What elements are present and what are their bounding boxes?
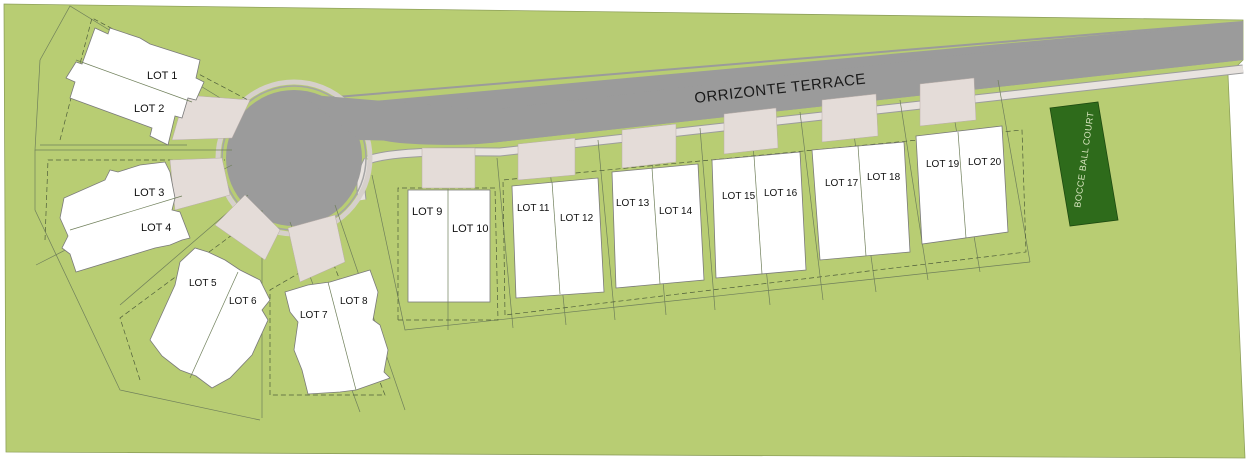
bocce-ball-court: BOCCE BALL COURT [1049, 101, 1119, 227]
lot-label: LOT 16 [764, 188, 798, 199]
lot-label: LOT 20 [968, 157, 1002, 168]
lot-label: LOT 14 [659, 206, 693, 217]
building-lot-5-6 [149, 247, 271, 389]
lot-label: LOT 12 [560, 213, 594, 224]
lot-label: LOT 11 [517, 203, 550, 214]
buildings [59, 27, 1009, 395]
building-lot-13-14 [611, 163, 705, 289]
building-lot-17-18 [811, 141, 911, 261]
lot-labels: LOT 1 LOT 2 LOT 3 LOT 4 LOT 5 LOT 6 LOT … [134, 70, 1002, 321]
lot-label: LOT 9 [412, 206, 442, 218]
lot-label: LOT 13 [616, 198, 650, 209]
lot-label: LOT 15 [722, 191, 756, 202]
lot-label: LOT 1 [147, 70, 177, 82]
lot-label: LOT 8 [340, 296, 368, 307]
building-lot-3-4 [59, 161, 191, 273]
driveways [169, 77, 977, 283]
lot-label: LOT 10 [452, 223, 489, 235]
lot-label: LOT 4 [141, 222, 171, 234]
lot-label: LOT 18 [867, 172, 901, 183]
lot-label: LOT 3 [134, 187, 164, 199]
lot-label: LOT 2 [134, 103, 164, 115]
building-lot-11-12 [511, 177, 605, 299]
lot-label: LOT 19 [926, 159, 960, 170]
building-lot-7-8 [284, 269, 391, 395]
lot-label: LOT 6 [229, 296, 257, 307]
building-lot-9-10 [407, 189, 491, 303]
lot-label: LOT 5 [189, 278, 217, 289]
lot-label: LOT 17 [825, 178, 859, 189]
building-lot-15-16 [711, 151, 807, 279]
road-orrizonte-terrace [215, 21, 1244, 237]
building-lot-1-2 [65, 27, 205, 146]
lot-label: LOT 7 [300, 310, 328, 321]
cul-de-sac [226, 90, 362, 226]
